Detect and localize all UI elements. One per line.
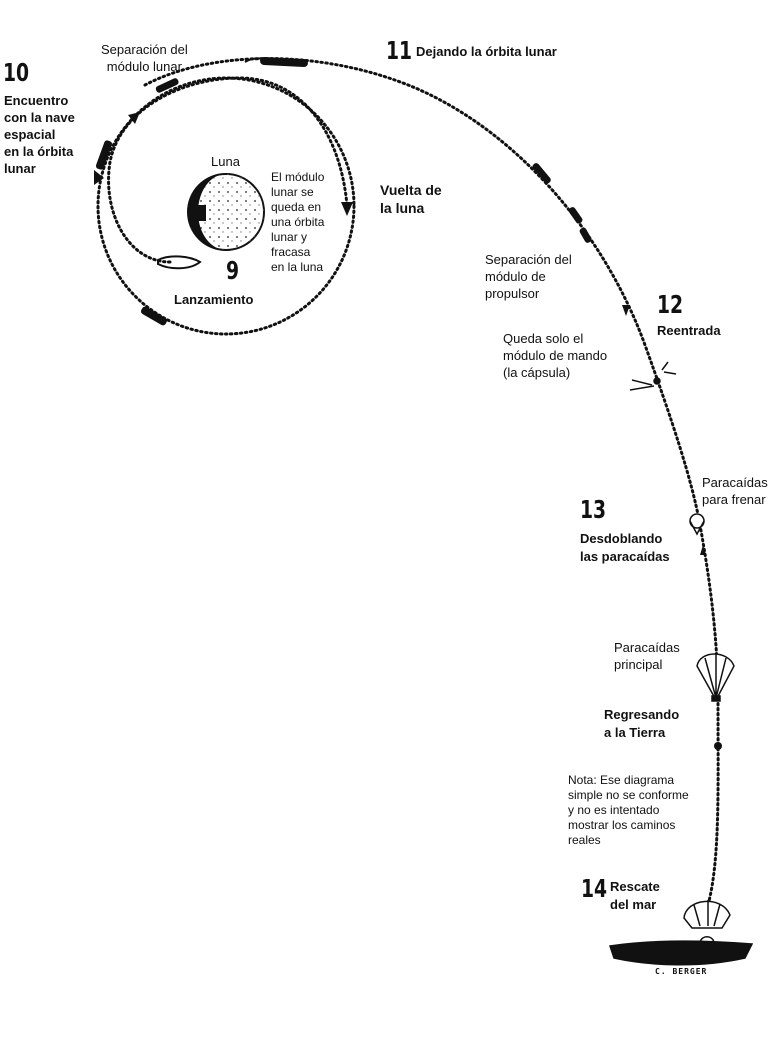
lunar-module-ascent — [157, 255, 202, 270]
moon-loop-arrow — [341, 202, 353, 216]
step-title-13: Desdoblando las paracaídas — [580, 531, 670, 564]
step-title-9: Lanzamiento — [174, 292, 254, 307]
step-number-11: 11 — [386, 36, 413, 65]
spacecraft-marks — [94, 56, 722, 750]
command-module-only-label: Queda solo el módulo de mando (la cápsul… — [503, 331, 608, 380]
diagram-note: Nota: Ese diagrama simple no se conforme… — [568, 773, 689, 847]
moon-loop-label: Vuelta de la luna — [380, 182, 442, 216]
lunar-module-stays-label: El módulo lunar se queda en una órbita l… — [271, 170, 325, 274]
returning-label: Regresando a la Tierra — [604, 707, 680, 740]
step-title-11: Dejando la órbita lunar — [416, 44, 557, 59]
drogue-chutes-label: Paracaídas para frenar — [702, 475, 768, 507]
propulsion-separation-label: Separación del módulo de propulsor — [485, 252, 572, 301]
artist-signature: C. BERGER — [655, 967, 708, 976]
step-title-14: Rescate del mar — [610, 879, 660, 912]
step-number-12: 12 — [657, 290, 684, 319]
moon-label: Luna — [211, 154, 240, 169]
main-chute-label: Paracaídas principal — [614, 640, 680, 672]
step-number-10: 10 — [3, 58, 30, 87]
moon-illustration — [187, 173, 265, 251]
step-number-13: 13 — [580, 495, 607, 524]
step-title-12: Reentrada — [657, 323, 721, 338]
step-number-14: 14 — [581, 874, 608, 903]
capsule-in-sea — [609, 900, 754, 966]
lunar-module-separation-label: Separación del módulo lunar — [101, 42, 188, 74]
step-number-9: 9 — [226, 256, 240, 285]
main-parachute — [696, 653, 735, 702]
drogue-parachute — [689, 513, 705, 536]
step-title-10: Encuentro con la nave espacial en la órb… — [4, 93, 75, 176]
lunar-module-orbit-path — [107, 76, 349, 264]
return-trajectory-path — [143, 57, 720, 907]
command-module-reentry — [629, 361, 677, 391]
